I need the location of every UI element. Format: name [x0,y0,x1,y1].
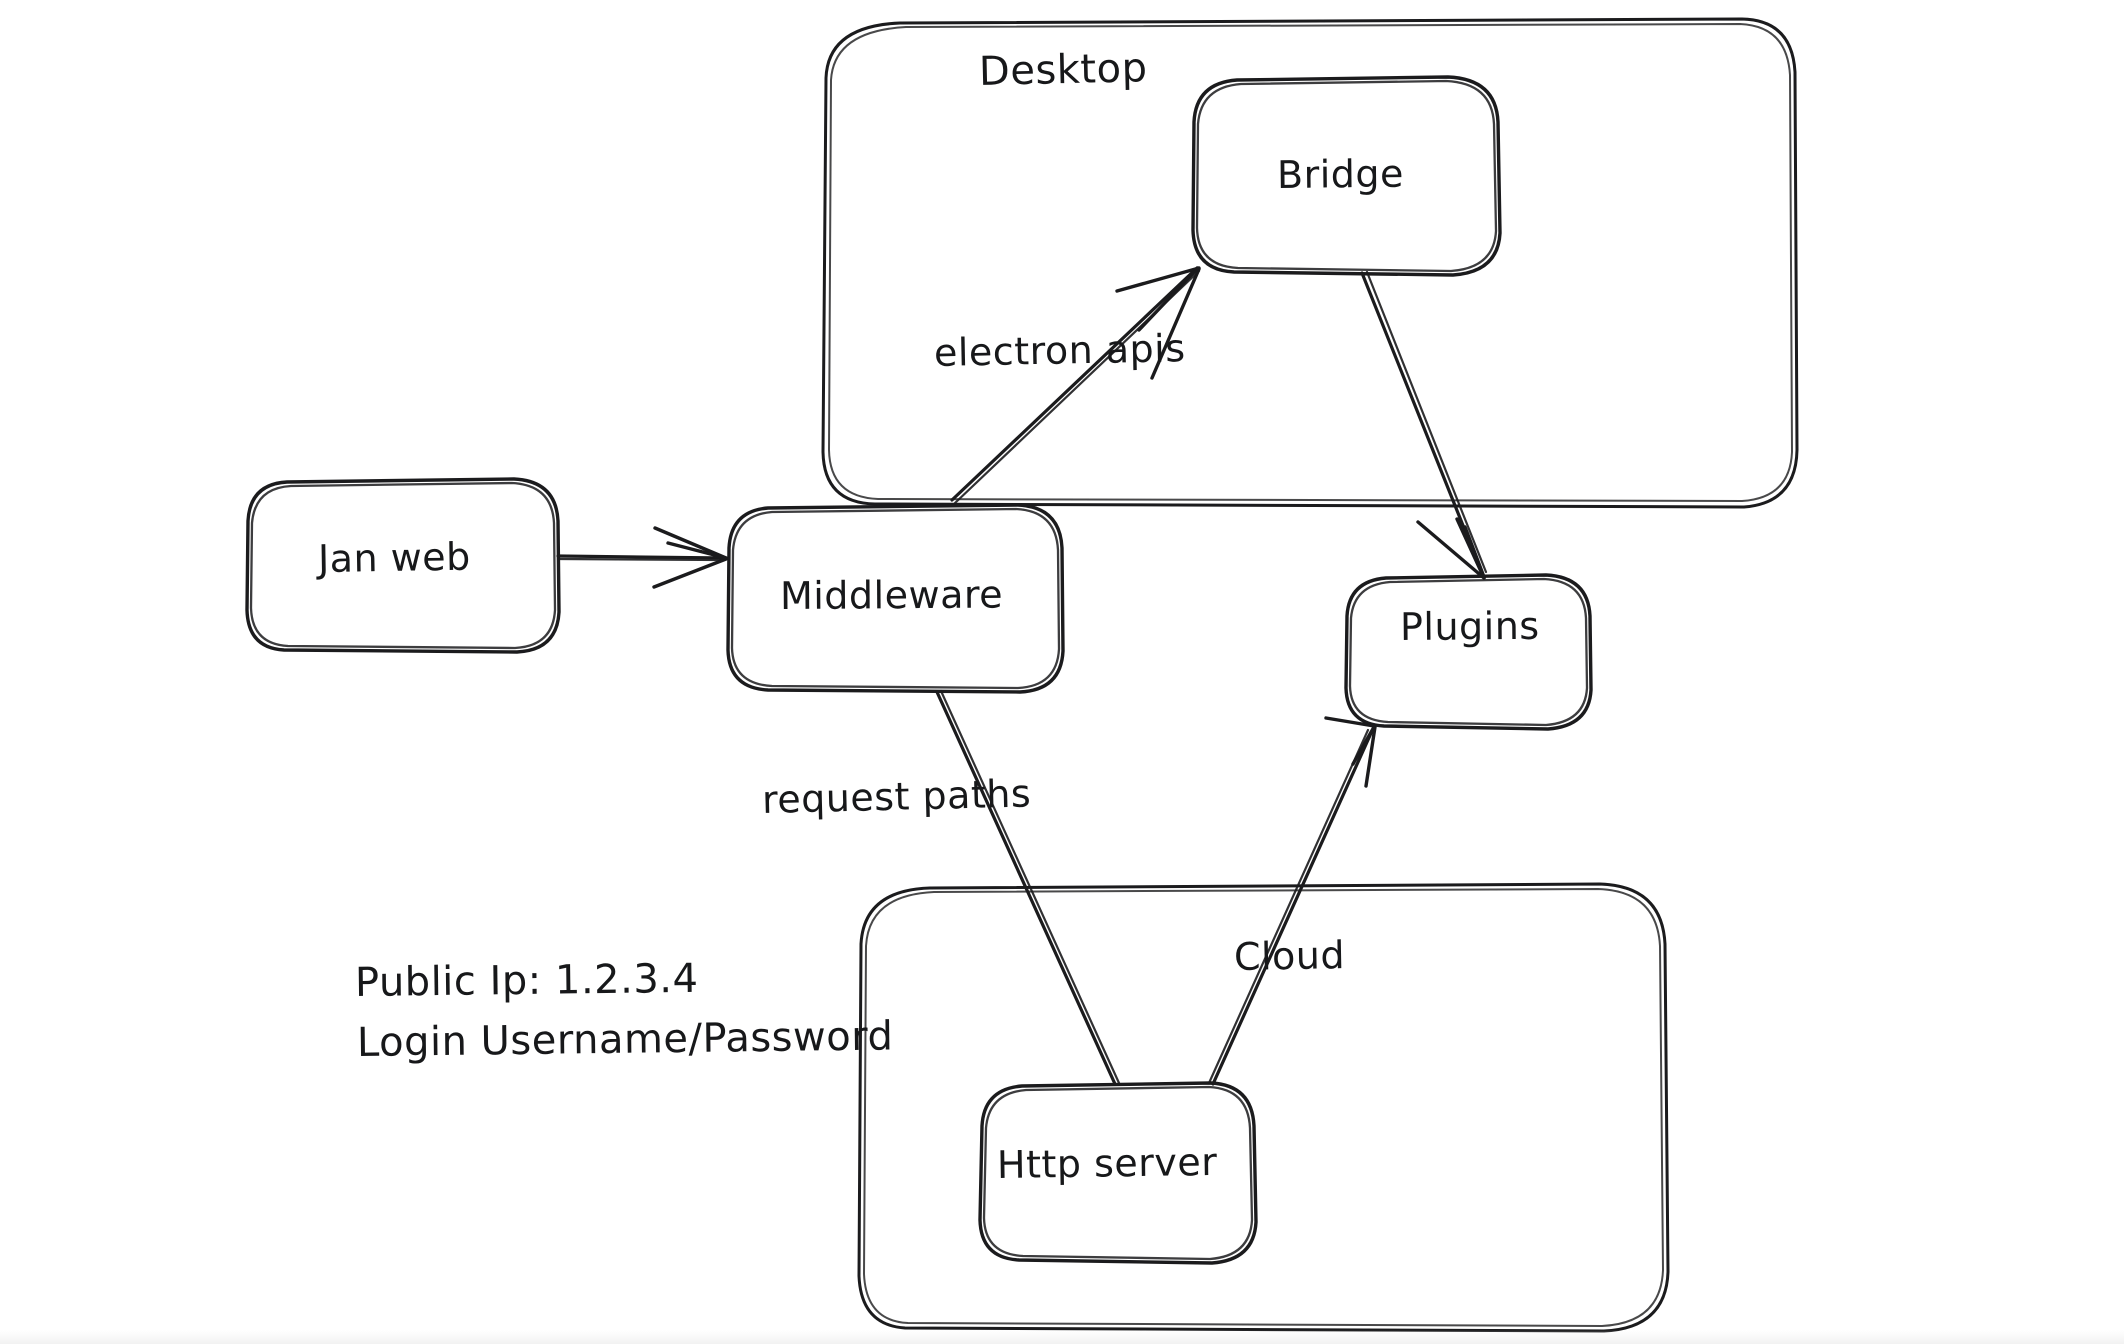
edge-middleware-to-bridge [950,266,1201,505]
edge-bridge-to-plugins [1360,270,1488,580]
node-label-middleware[interactable]: Middleware [779,572,1004,618]
node-http-server-outline [978,1081,1258,1265]
edge-middleware-to-http-server [935,689,1121,1086]
node-label-http-server[interactable]: Http server [996,1139,1218,1187]
group-desktop-outline [821,17,1799,509]
node-plugins-outline [1344,573,1593,731]
node-jan-web-outline [245,477,561,654]
node-bridge-outline [1191,75,1502,277]
note-login-credentials: Login Username/Password [356,1013,894,1066]
node-middleware-outline [726,503,1065,694]
edge-janweb-to-middleware [556,526,728,589]
edge-label-cloud: Cloud [1233,933,1346,979]
node-label-bridge[interactable]: Bridge [1276,151,1405,197]
note-public-ip: Public Ip: 1.2.3.4 [354,955,699,1006]
group-label-desktop: Desktop [978,45,1148,95]
edge-http-server-to-plugins [1207,716,1377,1086]
node-label-plugins[interactable]: Plugins [1399,603,1540,649]
node-label-jan-web[interactable]: Jan web [317,534,472,581]
edge-label-request-paths: request paths [761,771,1032,822]
edge-label-electron-apis: electron apis [933,326,1186,375]
